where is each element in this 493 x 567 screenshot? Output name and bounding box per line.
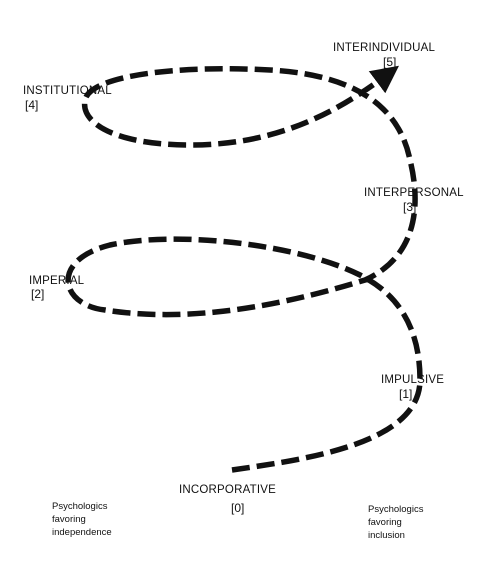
stage-number: [2] (31, 287, 44, 301)
stage-label-interindividual: INTERINDIVIDUAL [5] (333, 42, 435, 69)
stage-number: [3] (403, 200, 416, 214)
note-line: Psychologics (52, 501, 108, 512)
note-line: favoring (368, 517, 402, 528)
stage-label-incorporative: INCORPORATIVE [0] (179, 484, 276, 515)
stage-name: IMPERIAL (29, 275, 85, 287)
stage-name: INTERINDIVIDUAL (333, 42, 435, 54)
stage-number: [5] (383, 55, 396, 69)
stage-label-impulsive: IMPULSIVE [1] (381, 374, 444, 401)
stage-number: [1] (399, 387, 412, 401)
stage-label-institutional: INSTITUTIONAL [4] (23, 85, 112, 112)
inclusion-note: Psychologics favoring inclusion (368, 503, 423, 542)
note-line: independence (52, 527, 112, 538)
stage-name: INCORPORATIVE (179, 484, 276, 496)
stage-name: IMPULSIVE (381, 374, 444, 386)
note-line: favoring (52, 514, 86, 525)
note-line: Psychologics (368, 504, 424, 515)
independence-note: Psychologics favoring independence (52, 500, 112, 539)
stage-number: [0] (231, 501, 244, 515)
stage-label-imperial: IMPERIAL [2] (29, 275, 85, 301)
stage-name: INTERPERSONAL (364, 187, 464, 199)
stage-label-interpersonal: INTERPERSONAL [3] (364, 187, 464, 214)
stage-number: [4] (25, 98, 38, 112)
development-spiral-path (65, 65, 423, 473)
stage-name: INSTITUTIONAL (23, 85, 112, 97)
note-line: inclusion (368, 530, 405, 541)
